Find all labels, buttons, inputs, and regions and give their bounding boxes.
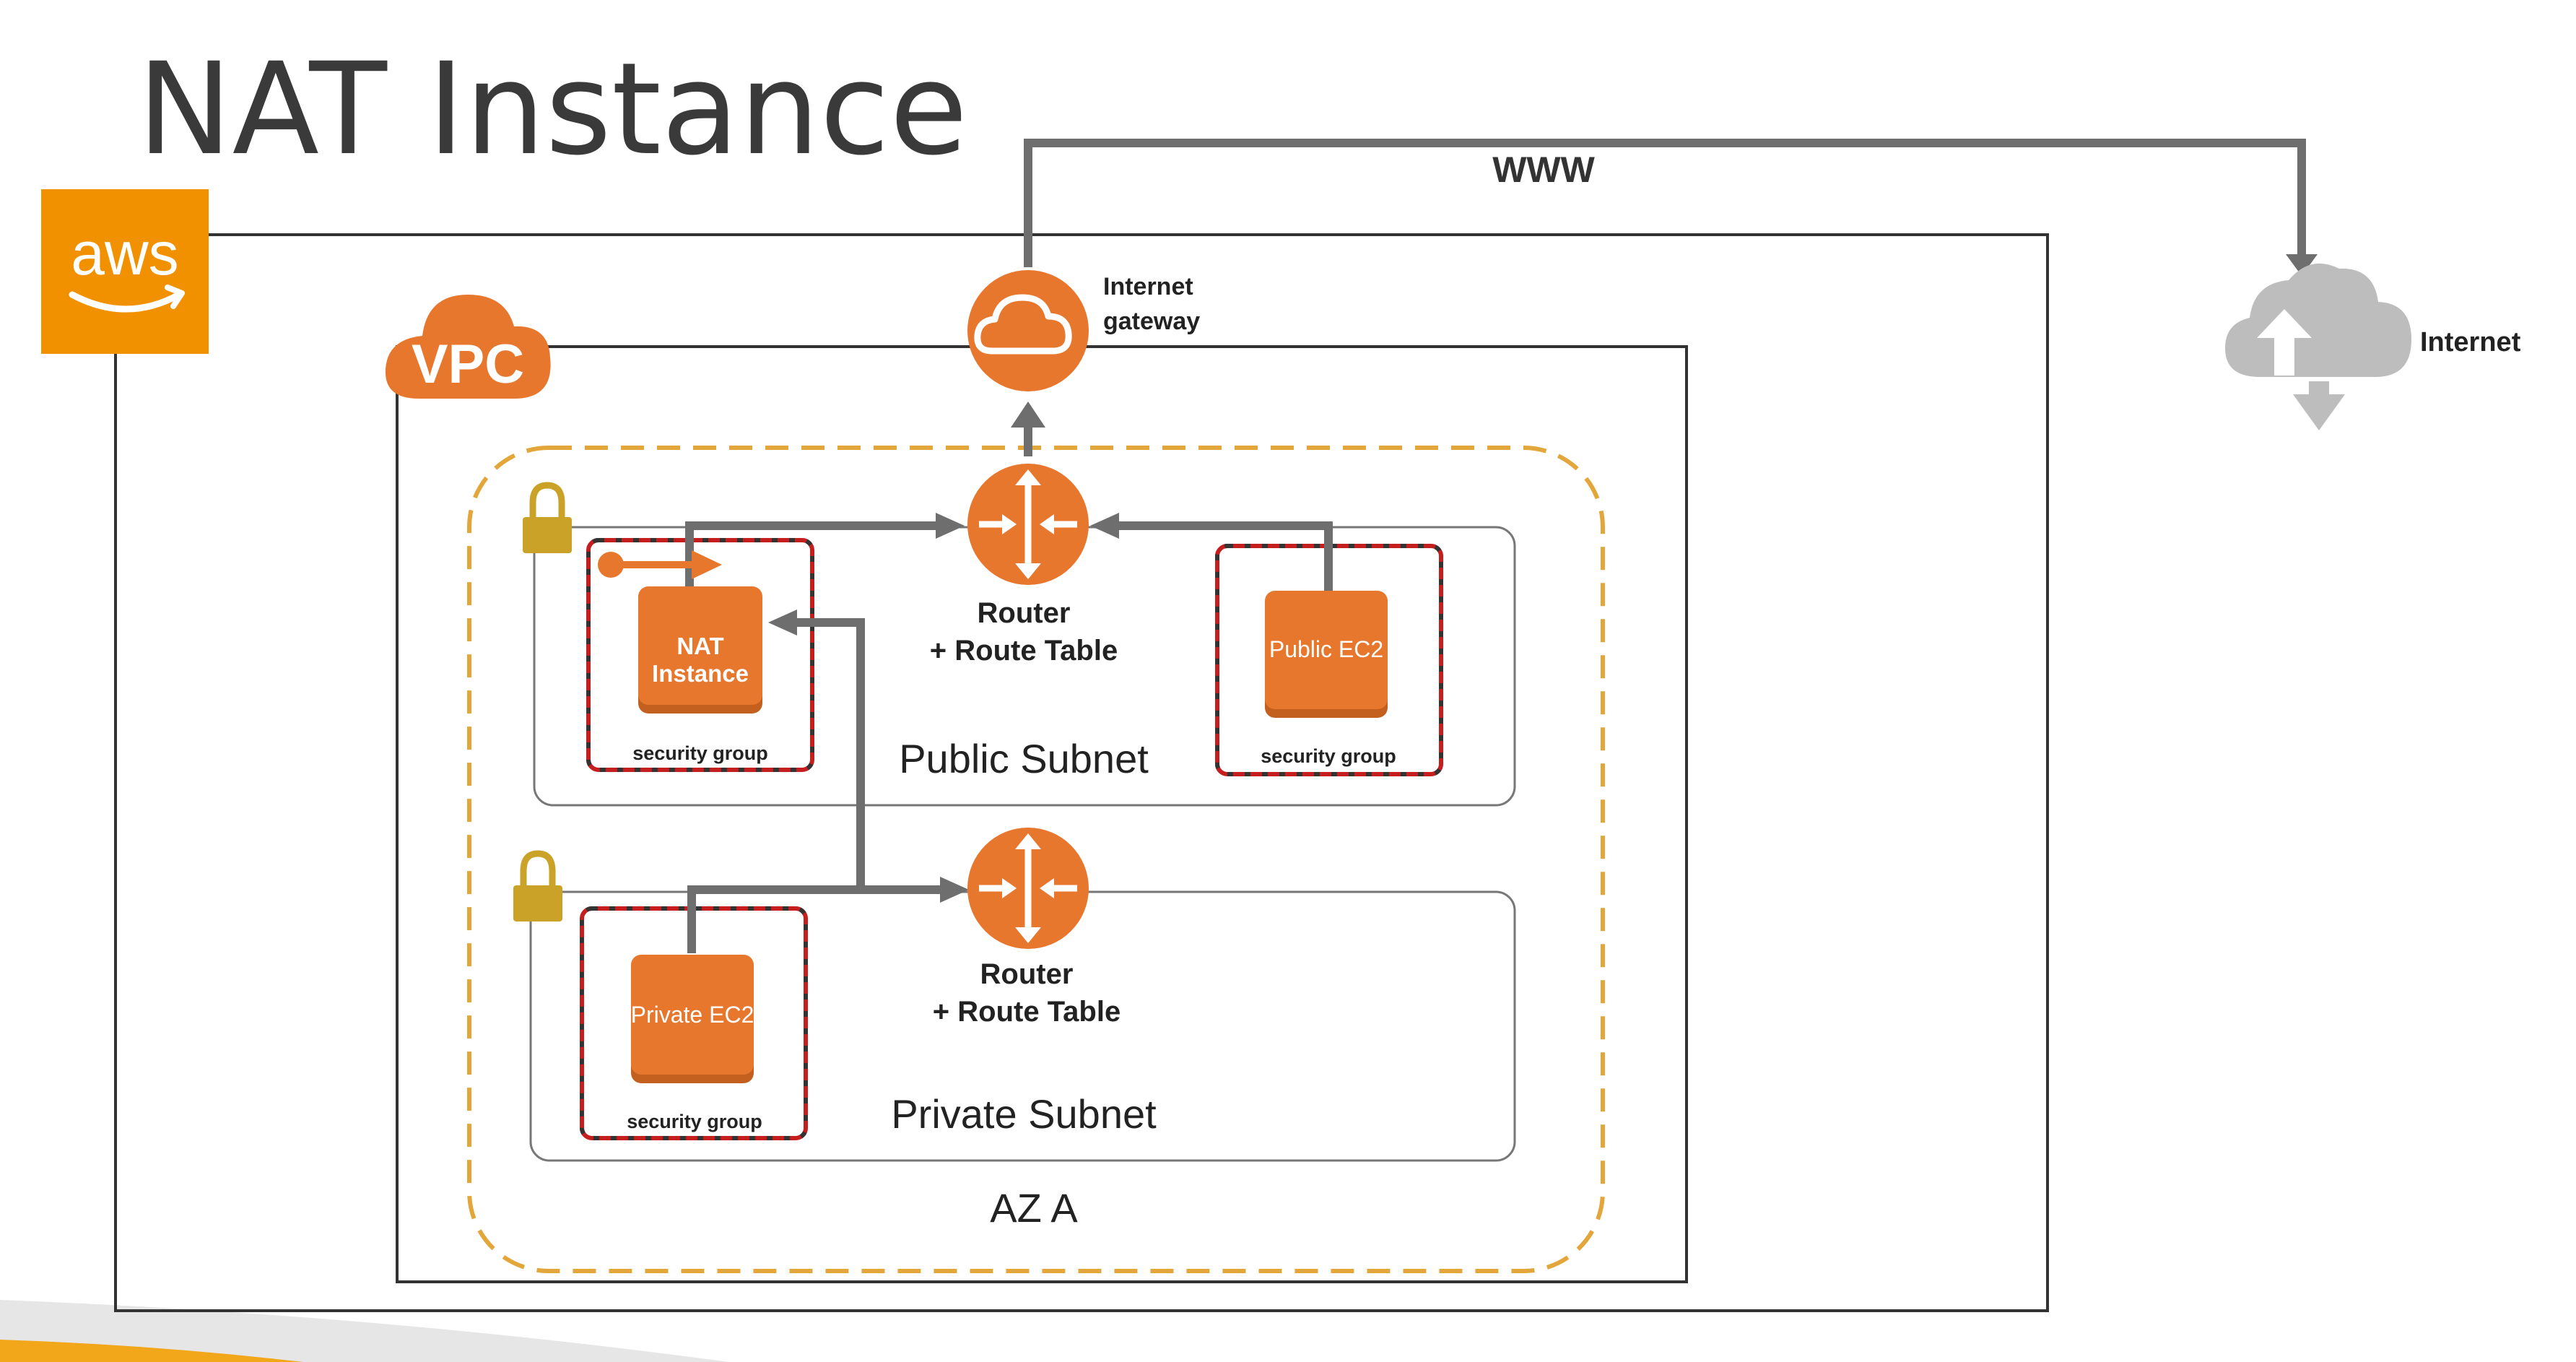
svg-text:Internet: Internet — [2420, 327, 2521, 357]
download-arrow-icon — [2293, 381, 2345, 430]
private-router: Router + Route Table — [933, 828, 1121, 1028]
svg-text:+ Route Table: + Route Table — [933, 996, 1121, 1028]
svg-text:VPC: VPC — [412, 334, 524, 395]
svg-text:Public EC2: Public EC2 — [1269, 636, 1383, 662]
svg-text:Router: Router — [978, 597, 1071, 629]
down-arrow-icon — [2286, 254, 2318, 276]
www-link — [1024, 139, 2306, 267]
svg-text:security group: security group — [632, 742, 768, 764]
aws-logo: aws — [41, 189, 209, 354]
svg-text:security group: security group — [1261, 745, 1396, 767]
svg-text:+ Route Table: + Route Table — [930, 635, 1118, 667]
up-arrow-icon — [1011, 402, 1045, 428]
footer-swoosh — [0, 1300, 729, 1362]
svg-text:aws: aws — [71, 220, 178, 287]
vpc-cloud-icon — [385, 295, 551, 399]
connectors — [685, 139, 2306, 953]
availability-zone-frame — [467, 446, 1605, 1273]
public-subnet-label: Public Subnet — [899, 736, 1149, 781]
svg-text:Private EC2: Private EC2 — [631, 1002, 754, 1028]
public-subnet-lock-icon — [523, 482, 572, 553]
nat-instance: NAT Instance — [598, 550, 762, 713]
svg-text:Instance: Instance — [652, 660, 749, 687]
public-ec2: Public EC2 — [1265, 591, 1388, 718]
page-title: NAT Instance — [137, 35, 967, 183]
internet-gateway: Internet gateway — [967, 270, 1200, 391]
private-subnet-lock-icon — [513, 850, 562, 921]
svg-text:Router: Router — [980, 958, 1074, 990]
upload-arrow-icon — [2257, 309, 2312, 376]
aws-cloud-frame — [114, 233, 2049, 1312]
private-ec2: Private EC2 — [631, 955, 754, 1083]
az-label: AZ A — [990, 1185, 1078, 1231]
private-subnet-label: Private Subnet — [891, 1091, 1157, 1137]
nat-security-group: security group — [586, 538, 814, 772]
right-arrow-icon — [940, 877, 969, 903]
cloud-icon — [974, 294, 1072, 355]
left-arrow-icon — [1090, 513, 1119, 539]
private-to-nat — [793, 618, 865, 890]
internet-cloud: Internet — [2225, 263, 2521, 430]
public-router: Router + Route Table — [930, 464, 1118, 667]
vpc-badge: VPC — [385, 295, 551, 399]
router-icon — [979, 469, 1077, 579]
svg-text:security group: security group — [627, 1111, 762, 1132]
public-ec2-to-router — [1116, 521, 1333, 592]
svg-text:NAT: NAT — [676, 633, 723, 659]
left-arrow-icon — [768, 610, 797, 636]
private-ec2-to-router — [687, 885, 943, 953]
arrowheads — [768, 254, 2318, 903]
router-icon — [979, 833, 1077, 943]
elastic-ip-arrow-icon — [692, 550, 722, 579]
svg-text:Internet: Internet — [1103, 273, 1193, 300]
right-arrow-icon — [936, 513, 965, 539]
www-label: WWW — [1492, 149, 1595, 190]
svg-text:gateway: gateway — [1103, 308, 1200, 335]
internet-cloud-icon — [2225, 263, 2411, 377]
